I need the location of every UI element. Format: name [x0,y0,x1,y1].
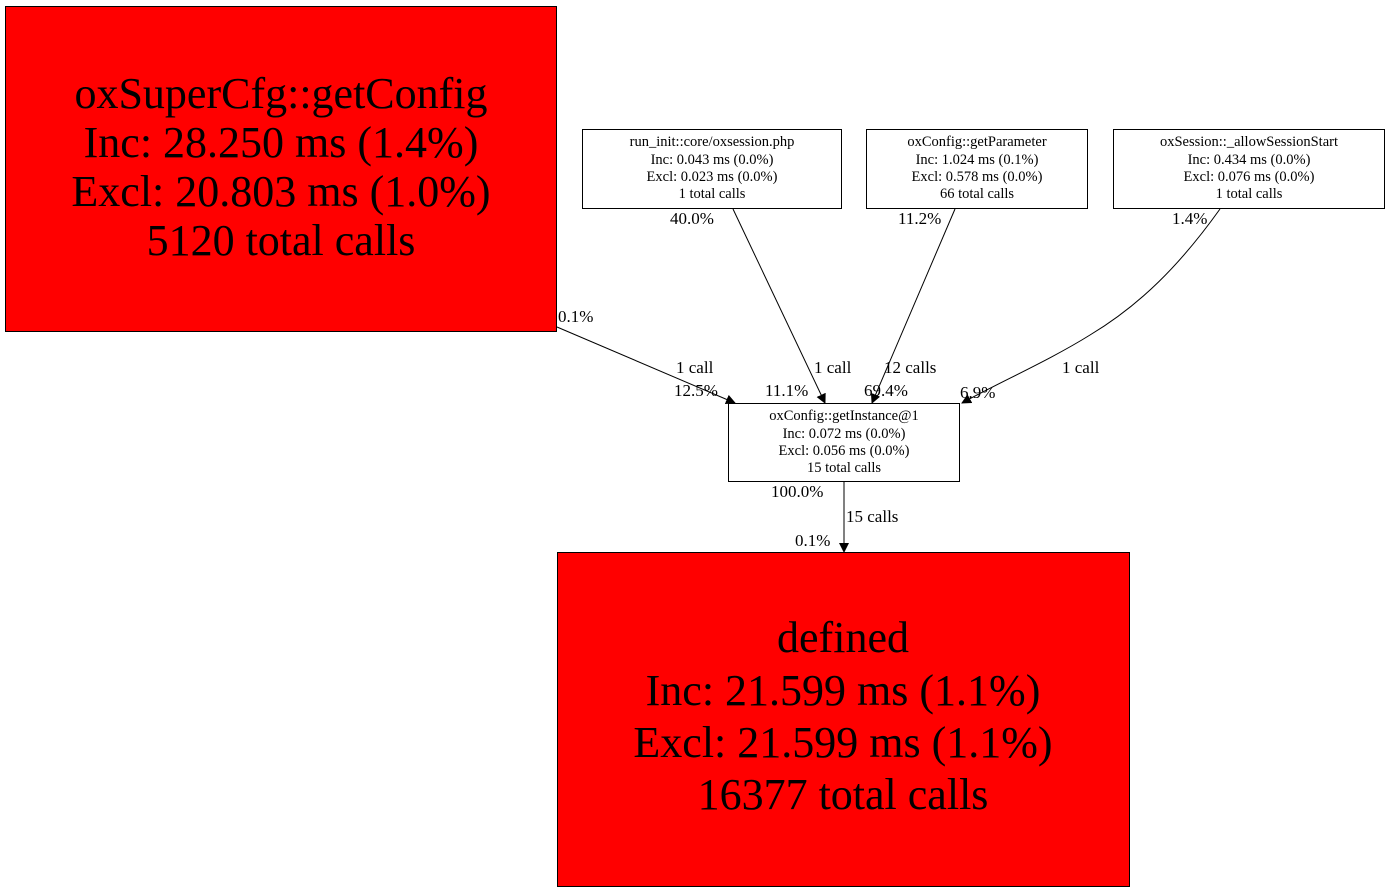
node-excl: Excl: 0.056 ms (0.0%) [779,443,910,459]
node-inc: Inc: 0.434 ms (0.0%) [1188,152,1311,168]
edge-head-label: 69.4% [864,381,908,400]
edge-getparameter-getinstance[interactable]: 11.2% 12 calls 69.4% [864,208,956,404]
node-inc: Inc: 21.599 ms (1.1%) [646,666,1041,715]
edge-calls-label: 15 calls [846,507,898,526]
node-title: oxSuperCfg::getConfig [74,69,487,118]
node-defined[interactable]: defined Inc: 21.599 ms (1.1%) Excl: 21.5… [557,552,1130,887]
node-calls: 1 total calls [1216,186,1283,202]
node-inc: Inc: 1.024 ms (0.1%) [916,152,1039,168]
node-calls: 66 total calls [940,186,1014,202]
edge-tail-label: 11.2% [898,209,941,228]
node-inc: Inc: 0.072 ms (0.0%) [783,426,906,442]
node-inc: Inc: 0.043 ms (0.0%) [651,152,774,168]
node-inc: Inc: 28.250 ms (1.4%) [84,118,479,167]
edge-getinstance-defined[interactable]: 100.0% 15 calls 0.1% [771,482,898,553]
node-getconfig[interactable]: oxSuperCfg::getConfig Inc: 28.250 ms (1.… [5,6,557,332]
edge-tail-label: 0.1% [558,307,593,326]
edge-calls-label: 1 call [676,358,714,377]
edge-run-init-getinstance[interactable]: 40.0% 1 call 11.1% [670,208,852,404]
edge-head-label: 12.5% [674,381,718,400]
edge-allowsession-getinstance[interactable]: 1.4% 1 call 6.9% [960,208,1221,404]
node-excl: Excl: 21.599 ms (1.1%) [633,718,1052,767]
node-excl: Excl: 0.023 ms (0.0%) [647,169,778,185]
edge-head-label: 11.1% [765,381,808,400]
node-title: oxConfig::getParameter [907,134,1046,150]
node-title: oxSession::_allowSessionStart [1160,134,1338,150]
edge-head-label: 6.9% [960,383,995,402]
node-getinstance[interactable]: oxConfig::getInstance@1 Inc: 0.072 ms (0… [728,403,960,482]
node-calls: 15 total calls [807,460,881,476]
edge-tail-label: 1.4% [1172,209,1207,228]
node-title: defined [777,613,909,662]
node-excl: Excl: 0.578 ms (0.0%) [912,169,1043,185]
edge-calls-label: 1 call [1062,358,1100,377]
node-calls: 1 total calls [679,186,746,202]
node-allowsession[interactable]: oxSession::_allowSessionStart Inc: 0.434… [1113,129,1385,209]
edge-calls-label: 12 calls [884,358,936,377]
edge-tail-label: 100.0% [771,482,823,501]
edge-head-label: 0.1% [795,531,830,550]
edge-calls-label: 1 call [814,358,852,377]
node-run-init[interactable]: run_init::core/oxsession.php Inc: 0.043 … [582,129,842,209]
node-excl: Excl: 0.076 ms (0.0%) [1184,169,1315,185]
node-calls: 16377 total calls [698,770,989,819]
edge-tail-label: 40.0% [670,209,714,228]
node-excl: Excl: 20.803 ms (1.0%) [71,167,490,216]
node-calls: 5120 total calls [147,216,416,265]
node-getparameter[interactable]: oxConfig::getParameter Inc: 1.024 ms (0.… [866,129,1088,209]
edge-getconfig-getinstance[interactable]: 0.1% 1 call 12.5% [556,307,736,405]
node-title: run_init::core/oxsession.php [630,134,795,150]
node-title: oxConfig::getInstance@1 [769,408,918,424]
